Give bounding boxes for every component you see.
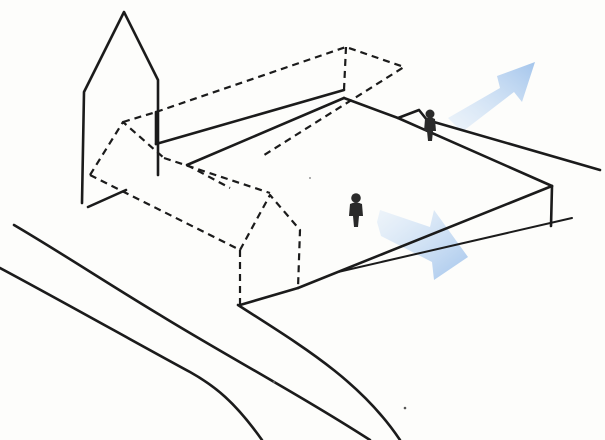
wind-arrow-upper	[448, 62, 535, 132]
existing-building	[86, 88, 346, 209]
stray-marks	[272, 177, 407, 410]
person-upper	[424, 109, 436, 141]
open-square	[238, 96, 602, 307]
person-center	[349, 193, 363, 227]
church-tower	[80, 10, 160, 205]
street	[0, 223, 402, 440]
removed-building-outline	[89, 45, 406, 305]
